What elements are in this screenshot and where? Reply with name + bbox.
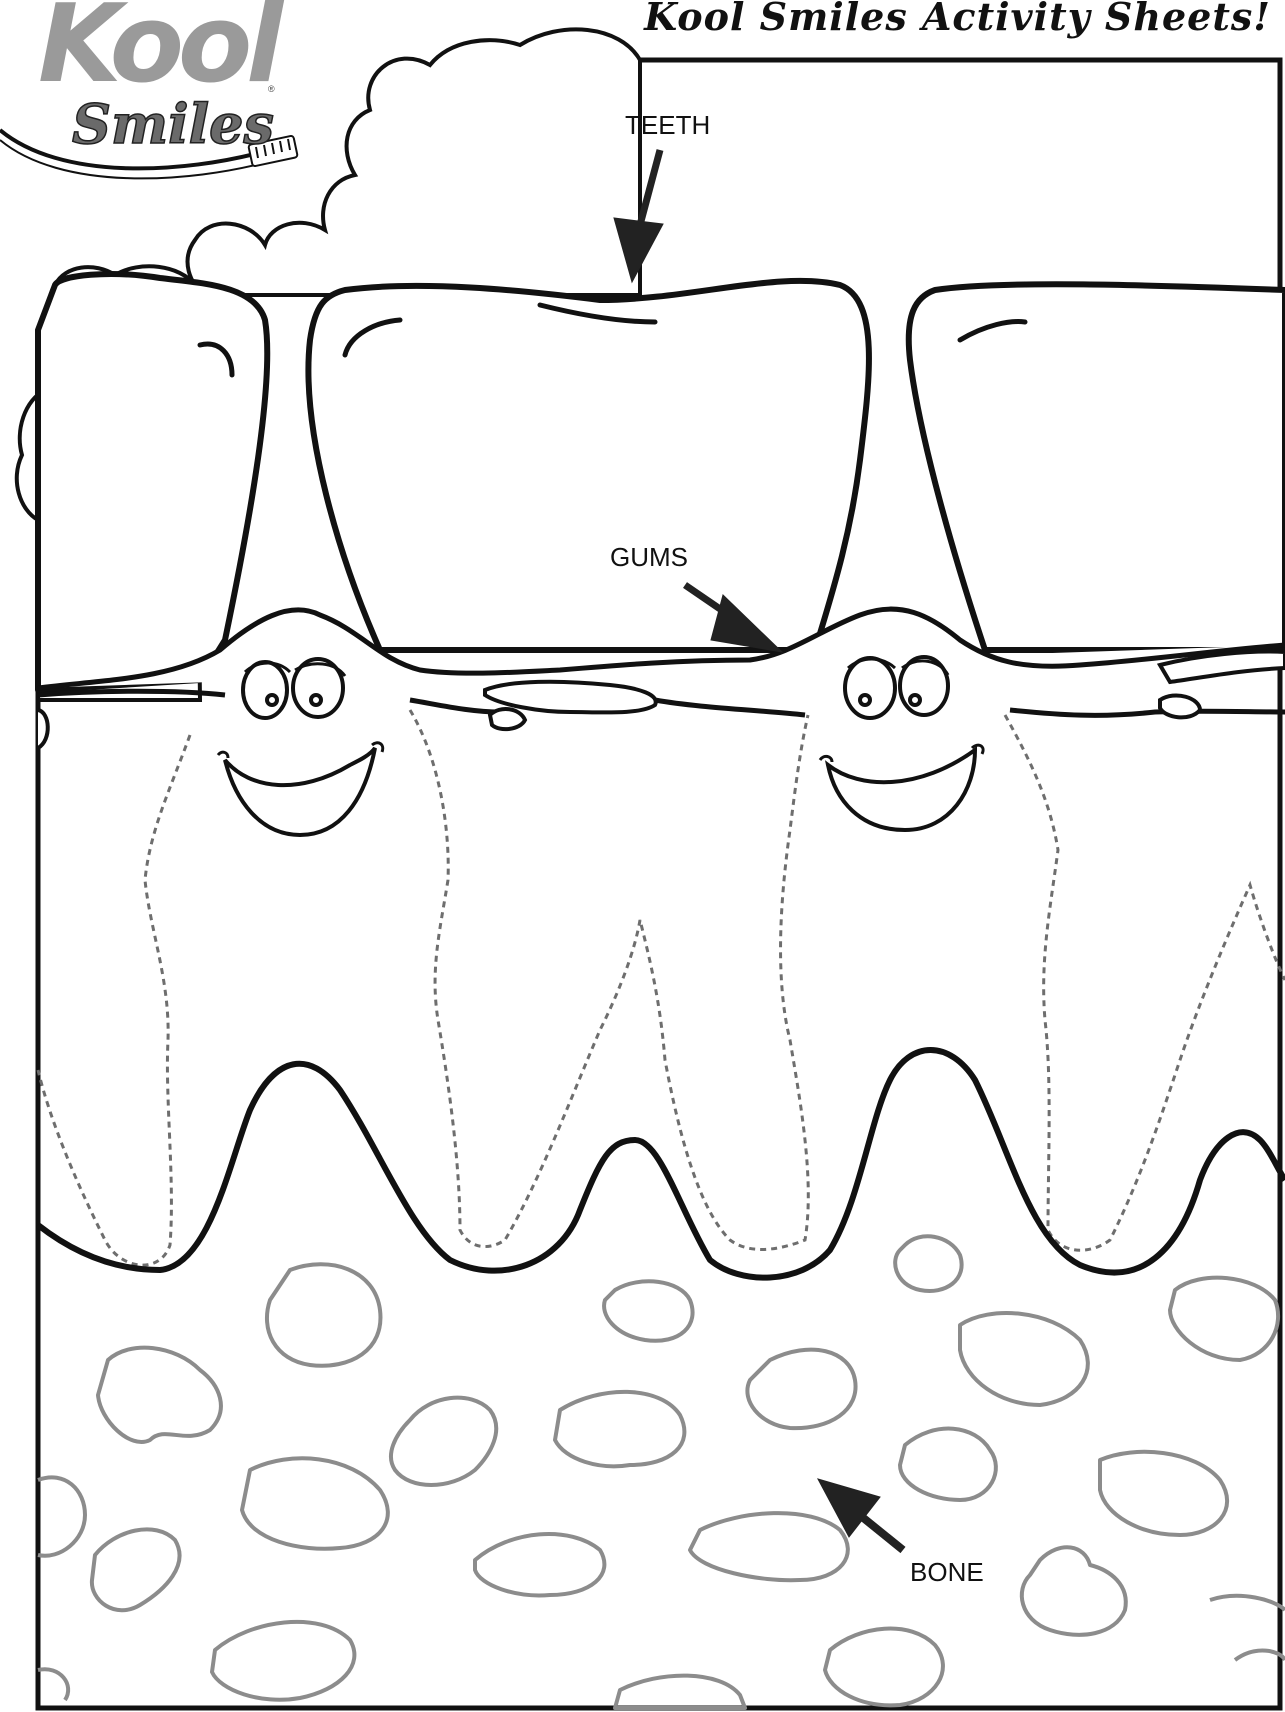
logo-registered-mark: ®: [268, 84, 275, 94]
bone-texture-blobs: [38, 1236, 1285, 1708]
gums-label: GUMS: [610, 542, 688, 573]
bone-arrow-icon: [818, 1479, 903, 1550]
left-gum-face: [218, 659, 383, 835]
tooth-crowns: [38, 274, 1285, 690]
right-gum-face: [820, 657, 983, 830]
page-title: Kool Smiles Activity Sheets!: [644, 0, 1271, 39]
logo-brand-line2: Smiles: [72, 92, 274, 156]
teeth-label: TEETH: [625, 110, 710, 141]
bone-line: [38, 1050, 1285, 1278]
bone-label: BONE: [910, 1557, 984, 1588]
logo-brand-line1: Kool: [38, 0, 277, 107]
